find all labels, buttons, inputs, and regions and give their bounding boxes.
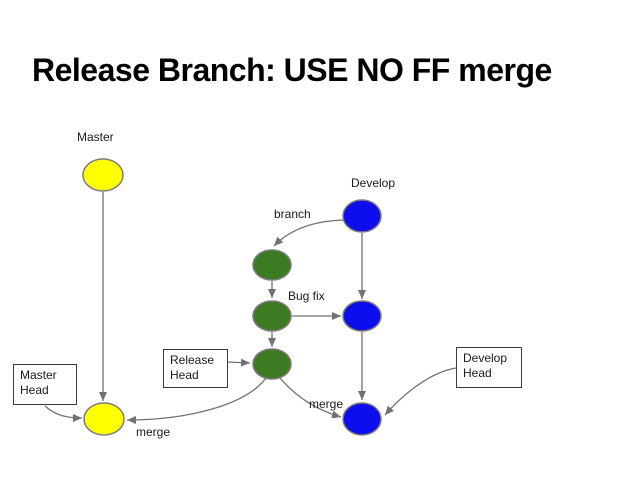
- label-master-branch: Master: [77, 130, 114, 144]
- master-commit-bottom: [83, 402, 125, 436]
- release-commit-2: [252, 300, 292, 332]
- edges-layer: [44, 192, 457, 424]
- edge-merge-to-develop: [279, 377, 342, 419]
- release-commit-1: [252, 249, 292, 281]
- develop-head-box: Develop Head: [456, 347, 522, 388]
- edge-develop-head-leader: [384, 367, 457, 416]
- develop-commit-2: [342, 300, 382, 332]
- release-head-box: Release Head: [163, 349, 228, 388]
- edge-master-head-leader: [44, 405, 83, 422]
- develop-head-label: Develop Head: [463, 351, 508, 380]
- label-branch-action: branch: [274, 207, 311, 221]
- label-merge-master: merge: [136, 425, 171, 439]
- nodes-layer: [82, 158, 382, 436]
- edge-merge-to-master: [126, 377, 267, 424]
- label-merge-develop: merge: [309, 397, 344, 411]
- page-title: Release Branch: USE NO FF merge: [32, 52, 552, 88]
- develop-commit-top: [342, 199, 382, 233]
- develop-commit-bottom: [342, 402, 382, 436]
- label-bug-fix: Bug fix: [288, 289, 325, 303]
- master-commit-top: [82, 158, 124, 192]
- release-commit-3: [252, 348, 292, 380]
- release-head-label: Release Head: [170, 353, 215, 382]
- edge-branch-curve: [273, 219, 346, 247]
- master-head-label: Master Head: [20, 368, 57, 397]
- master-head-box: Master Head: [13, 364, 77, 405]
- edge-release-head-leader: [227, 358, 251, 367]
- label-develop-branch: Develop: [351, 176, 396, 190]
